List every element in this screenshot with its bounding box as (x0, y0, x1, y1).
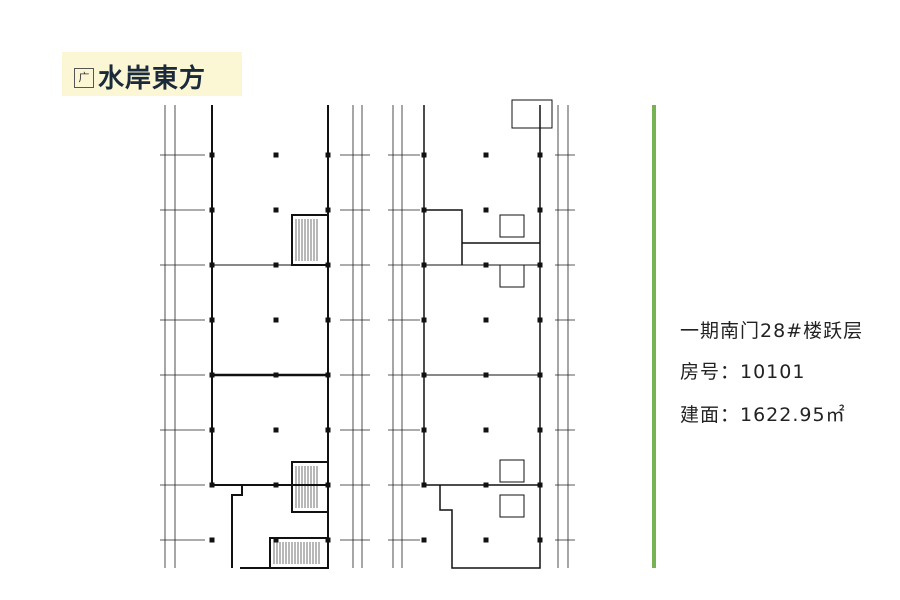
column (537, 262, 543, 268)
column (537, 372, 543, 378)
column (483, 152, 489, 158)
top-stair-box (511, 99, 553, 129)
column (325, 317, 331, 323)
column (483, 482, 489, 488)
column (421, 207, 427, 213)
column (483, 207, 489, 213)
column (325, 262, 331, 268)
column (209, 207, 215, 213)
column (273, 317, 279, 323)
column (209, 482, 215, 488)
stair (499, 264, 525, 288)
column (483, 537, 489, 543)
column (209, 427, 215, 433)
column (421, 152, 427, 158)
column (273, 207, 279, 213)
column (421, 262, 427, 268)
column (325, 207, 331, 213)
column (209, 372, 215, 378)
column (483, 317, 489, 323)
column (209, 152, 215, 158)
column (209, 537, 215, 543)
green-divider (652, 105, 656, 568)
column (537, 317, 543, 323)
column (421, 482, 427, 488)
column (325, 427, 331, 433)
column (421, 537, 427, 543)
column (483, 372, 489, 378)
column (273, 427, 279, 433)
column (483, 427, 489, 433)
stair (499, 459, 525, 483)
stair (291, 461, 329, 513)
logo-text: 水岸東方 (98, 64, 207, 94)
column (421, 317, 427, 323)
stair (499, 214, 525, 238)
stair (291, 214, 329, 266)
column (273, 482, 279, 488)
right-building-wall (423, 105, 541, 486)
column (421, 372, 427, 378)
column (273, 372, 279, 378)
column (325, 152, 331, 158)
column (537, 482, 543, 488)
column (421, 427, 427, 433)
column (537, 207, 543, 213)
right-annex-wall (439, 485, 541, 569)
building-title: 一期南门28#楼跃层 (680, 320, 864, 342)
column (209, 262, 215, 268)
brand-logo: 广 水岸東方 (62, 52, 242, 96)
column (273, 537, 279, 543)
room-number: 房号：10101 (680, 361, 806, 383)
column (325, 372, 331, 378)
stair (269, 537, 329, 569)
building-area: 建面：1622.95㎡ (680, 404, 846, 426)
column (325, 482, 331, 488)
column (537, 152, 543, 158)
stair (499, 494, 525, 518)
column (537, 427, 543, 433)
column (537, 537, 543, 543)
column (209, 317, 215, 323)
right-inner-wall (424, 209, 540, 265)
left-building-wall (211, 105, 329, 568)
column (273, 262, 279, 268)
column (325, 537, 331, 543)
column (273, 152, 279, 158)
column (483, 262, 489, 268)
logo-mark-icon: 广 (74, 68, 94, 88)
